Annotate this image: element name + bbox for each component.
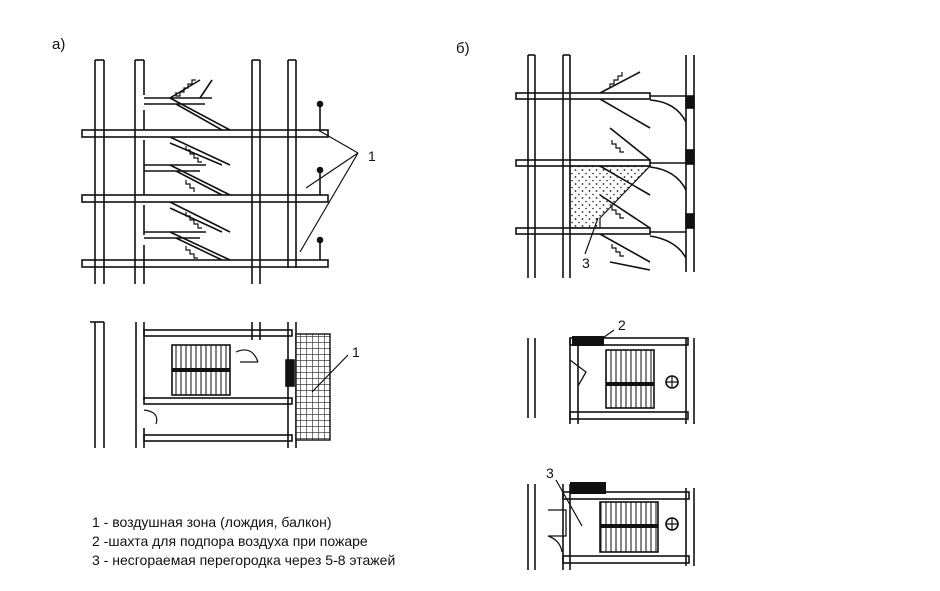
plan-a [90,321,297,448]
air-zone-hatch [295,333,331,441]
callout-a-section: 1 [368,148,376,164]
section-b [515,54,695,278]
callout-b-plan-bottom: 3 [546,465,554,481]
callout-b-section: 3 [582,255,590,271]
callout-b-plan-top: 2 [618,317,626,333]
legend: 1 - воздушная зона (лождия, балкон) 2 -ш… [92,513,395,570]
fire-barrier-fill [569,165,652,229]
air-shaft-box [572,336,604,346]
section-a [81,59,359,284]
callout-a-plan: 1 [352,344,360,360]
plan-b-bottom [527,484,695,570]
legend-item: 3 - несгораемая перегородка через 5-8 эт… [92,552,396,568]
legend-item: 2 -шахта для подпора воздуха при пожаре [92,533,368,549]
air-shaft-box-2 [570,482,606,494]
plan-b-top [527,337,695,424]
panel-label-b: б) [456,40,470,57]
legend-item: 1 - воздушная зона (лождия, балкон) [92,514,332,530]
panel-label-a: а) [52,36,66,53]
